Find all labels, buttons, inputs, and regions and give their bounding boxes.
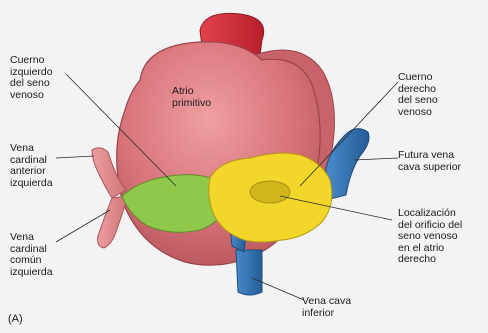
label-localizacion-orificio: Localización del orificio del seno venos… xyxy=(398,208,462,266)
label-futura-vena-cava: Futura vena cava superior xyxy=(398,150,461,173)
label-vena-cardinal-anterior: Vena cardinal anterior izquierda xyxy=(10,143,53,189)
left-common-cardinal-vein xyxy=(98,196,128,248)
label-vena-cardinal-comun: Vena cardinal común izquierda xyxy=(10,232,53,278)
panel-letter: (A) xyxy=(8,314,23,326)
label-atrio-primitivo: Atrio primitivo xyxy=(172,86,211,109)
label-cuerno-izquierdo: Cuerno izquierdo del seno venoso xyxy=(10,55,53,101)
sinus-orifice xyxy=(250,181,290,203)
inferior-vena-cava xyxy=(236,250,262,295)
label-vena-cava-inferior: Vena cava inferior xyxy=(302,296,351,319)
label-cuerno-derecho: Cuerno derecho del seno venoso xyxy=(398,72,438,118)
